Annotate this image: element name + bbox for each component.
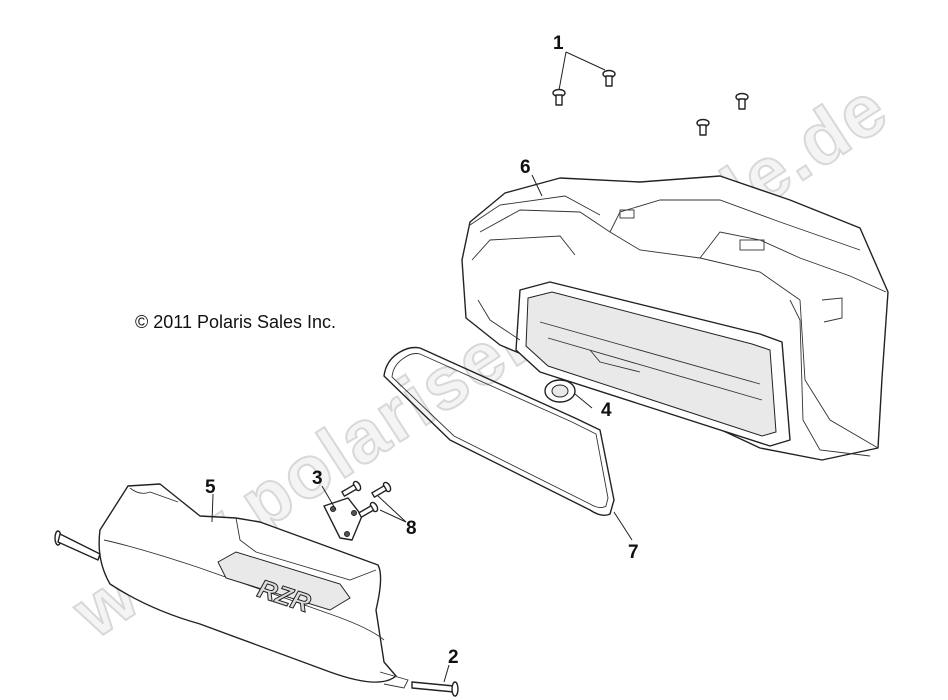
callout-3: 3 (312, 468, 323, 489)
callout-5: 5 (205, 477, 216, 498)
callout-7: 7 (628, 542, 639, 563)
copyright-notice: © 2011 Polaris Sales Inc. (135, 312, 337, 332)
screws-part-1 (552, 69, 749, 136)
callout-1: 1 (553, 33, 564, 54)
leader-lines (211, 51, 633, 683)
callout-6: 6 (520, 157, 531, 178)
callout-2: 2 (448, 647, 459, 668)
callout-8: 8 (406, 518, 417, 539)
callouts: 1 2 3 4 5 6 7 8 (205, 33, 639, 668)
gasket-part-7 (383, 346, 615, 517)
lid-part-5: RZR (98, 483, 409, 689)
pin-right (411, 681, 459, 697)
screws-part-8 (341, 480, 392, 518)
grommet-part-4 (544, 379, 576, 403)
storage-box-part-6 (461, 175, 889, 461)
pins-part-2 (54, 530, 459, 697)
pin-left (54, 530, 101, 561)
callout-4: 4 (601, 400, 612, 421)
latch-plate-part-3 (323, 497, 363, 541)
